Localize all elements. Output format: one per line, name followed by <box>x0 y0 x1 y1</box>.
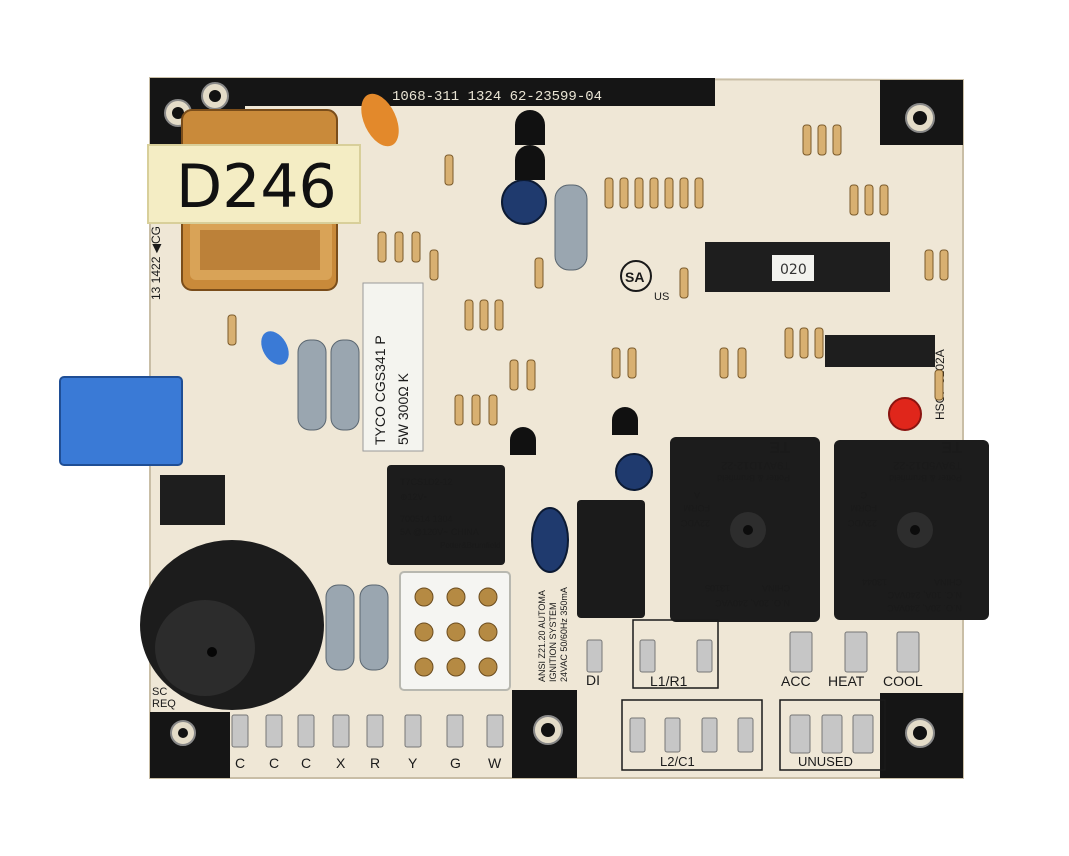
terminal-l1r1: L1/R1 <box>650 673 688 689</box>
ansi-line2: IGNITION SYSTEM <box>548 602 558 682</box>
side-text-sc: SC <box>152 686 167 698</box>
relay-k4-no-rating: N.O. 20A, 240VAC <box>887 603 962 613</box>
relay-k1-voltage: ⊕12V▪ <box>400 492 427 502</box>
terminal-c1: C <box>235 755 245 771</box>
csa-us-text: US <box>654 291 669 303</box>
relay-k4-country: CHINA <box>934 577 962 587</box>
relay-k1-rating: 5A @120V~ CHINA <box>400 527 479 537</box>
csa-text: SA <box>625 269 644 285</box>
red-led <box>888 397 922 431</box>
tyco-resistor-line1: TYCO CGS341 P <box>372 335 388 445</box>
relay-k4-model: T9AV5D12-22 <box>893 459 962 471</box>
terminal-x: X <box>336 755 346 771</box>
round-sensor <box>140 540 324 710</box>
nine-pin-connector[interactable] <box>399 571 511 691</box>
fuse-block <box>577 500 645 618</box>
terminal-c3: C <box>301 755 311 771</box>
terminal-spades-right[interactable] <box>586 631 920 754</box>
handwritten-sticker: D246 <box>147 144 361 224</box>
relay-k4-code: 13044 <box>862 577 887 587</box>
relay-k4-brand: TE <box>941 438 962 455</box>
relay-k3: N.O. 20A, 240VAC CHINA 13105 22VDC FORM … <box>670 437 820 622</box>
terminal-heat: HEAT <box>828 673 865 689</box>
ansi-line3: 24VAC 50/60Hz 350mA <box>559 587 569 682</box>
resistor-array <box>227 124 949 426</box>
relay-k3-form-type: A <box>694 490 700 500</box>
relay-k3-form: FORM <box>684 503 711 513</box>
relay-k3-model: T9AV1D12-22 <box>721 459 790 471</box>
tyco-resistor: TYCO CGS341 P 5W 300Ω K <box>362 282 424 452</box>
terminal-unused: UNUSED <box>798 754 853 769</box>
ic-tag: 020 <box>780 262 807 278</box>
relay-k1-brand: Potter&Brumfield <box>440 541 500 550</box>
integrated-circuits: 020 <box>705 242 935 367</box>
terminal-cool: COOL <box>883 673 923 689</box>
side-text-req: REQ <box>152 698 176 710</box>
relay-k4: N.O. 20A, 240VAC N.C. 10A, 240VAC CHINA … <box>834 438 989 620</box>
relay-k4-form-type: C <box>860 490 867 500</box>
relay-k4-nc-rating: N.C. 10A, 240VAC <box>887 590 962 600</box>
electrolytic-caps <box>501 179 653 573</box>
l2c1-outline <box>621 699 763 771</box>
vertical-code-left: 13 1422 ◀CG <box>149 226 163 300</box>
ansi-line1: ANSI Z21.20 AUTOMA <box>537 590 547 682</box>
terminal-g: G <box>450 755 461 771</box>
relay-k3-vdc: 22VDC <box>680 518 710 528</box>
relay-k3-country: CHINA <box>762 583 790 593</box>
relay-k4-vdc: 22VDC <box>847 518 877 528</box>
relay-k3-maker: Potter & Brumfield <box>717 473 790 483</box>
csa-mark: SA US <box>620 260 669 303</box>
terminal-spades-bottom[interactable] <box>231 714 504 748</box>
unused-outline <box>779 699 886 771</box>
relay-k3-rating: N.O. 20A, 240VAC <box>715 598 790 608</box>
terminal-r: R <box>370 755 380 771</box>
relay-k1-model: T7CS1D2-12 <box>400 477 453 487</box>
transistors <box>160 110 638 525</box>
terminal-di: DI <box>586 672 600 688</box>
terminal-y: Y <box>408 755 418 771</box>
relay-k4-form: FORM <box>851 503 878 513</box>
part-number-text: 1068-311 1324 62-23599-04 <box>392 89 602 105</box>
terminal-w: W <box>488 755 502 771</box>
l1r1-outline <box>632 619 719 689</box>
terminal-c2: C <box>269 755 279 771</box>
relay-k3-code: 13105 <box>705 583 730 593</box>
capacitor-orange <box>361 93 399 147</box>
tyco-resistor-line2: 5W 300Ω K <box>395 372 411 445</box>
relay-k4-maker: Potter & Brumfield <box>889 473 962 483</box>
relay-k3-brand: TE <box>769 438 790 455</box>
sticker-text: D246 <box>176 152 337 222</box>
power-resistors <box>297 184 588 671</box>
terminal-acc: ACC <box>781 673 811 689</box>
terminal-l2c1: L2/C1 <box>660 754 695 769</box>
relay-k1-code: 700514 1304 <box>400 514 453 524</box>
blue-capacitor <box>59 331 289 466</box>
relay-k1: T7CS1D2-12 ⊕12V▪ 700514 1304 5A @120V~ C… <box>387 465 505 565</box>
